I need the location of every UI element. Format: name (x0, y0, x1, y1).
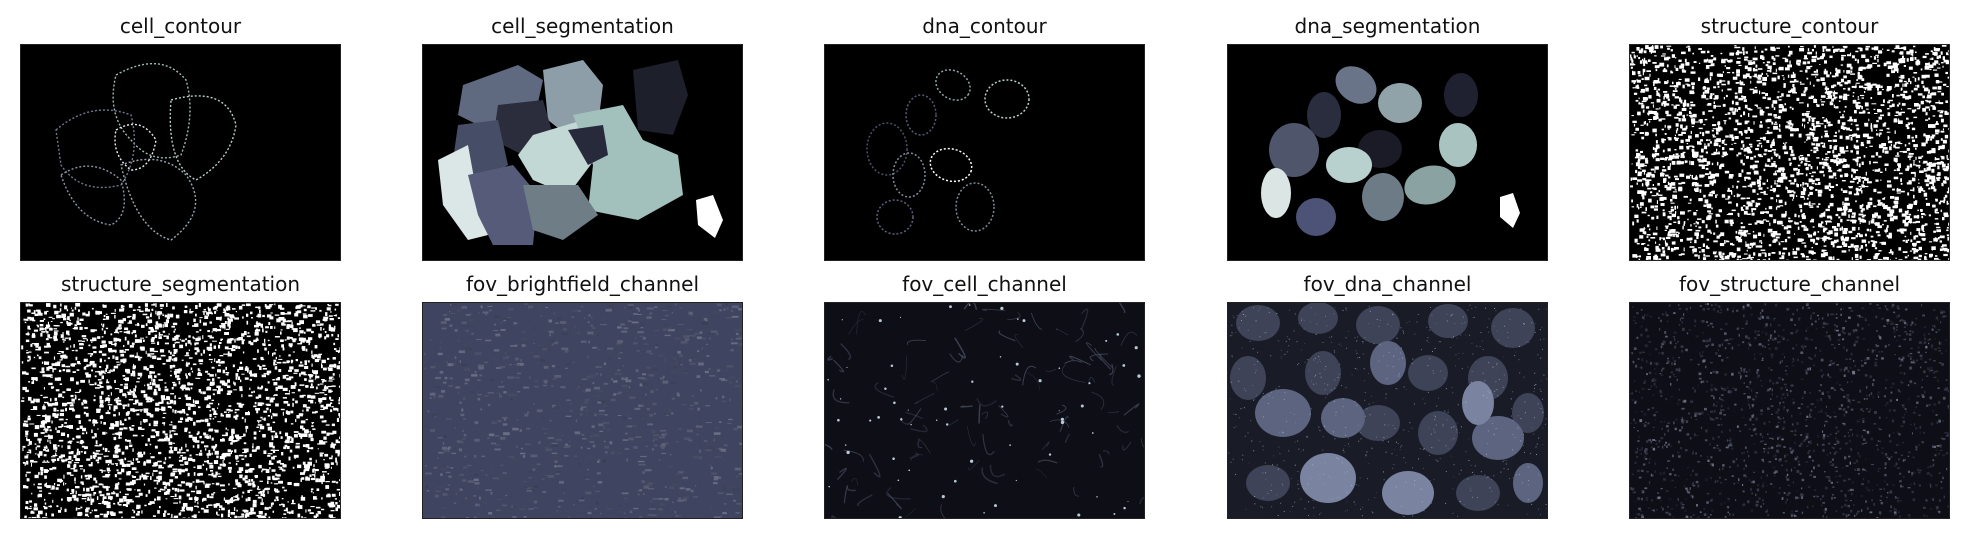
fov-dna-image (1228, 303, 1547, 518)
image-frame (1227, 302, 1548, 519)
image-frame (422, 44, 743, 261)
structure-contour-image (1630, 45, 1949, 260)
image-frame (1629, 44, 1950, 261)
fov-cell-image (825, 303, 1144, 518)
panel-title: structure_contour (1700, 14, 1879, 38)
structure-segmentation-image (21, 303, 340, 518)
image-frame (20, 302, 341, 519)
panel-title: dna_segmentation (1294, 14, 1481, 38)
image-frame (20, 44, 341, 261)
panel-title: fov_brightfield_channel (465, 272, 700, 296)
panel-title: structure_segmentation (60, 272, 301, 296)
fov-structure-image (1630, 303, 1949, 518)
cell-contour-image (21, 45, 340, 260)
image-frame (824, 44, 1145, 261)
panel-title: fov_structure_channel (1678, 272, 1900, 296)
cell-segmentation-image (423, 45, 742, 260)
panel-title: cell_segmentation (491, 14, 674, 38)
panel-title: dna_contour (922, 14, 1047, 38)
image-frame (1227, 44, 1548, 261)
fov-brightfield-image (423, 303, 742, 518)
dna-contour-image (825, 45, 1144, 260)
image-frame (824, 302, 1145, 519)
image-frame (1629, 302, 1950, 519)
panel-title: fov_cell_channel (902, 272, 1067, 296)
panel-title: cell_contour (119, 14, 242, 38)
image-frame (422, 302, 743, 519)
panel-title: fov_dna_channel (1303, 272, 1472, 296)
dna-segmentation-image (1228, 45, 1547, 260)
